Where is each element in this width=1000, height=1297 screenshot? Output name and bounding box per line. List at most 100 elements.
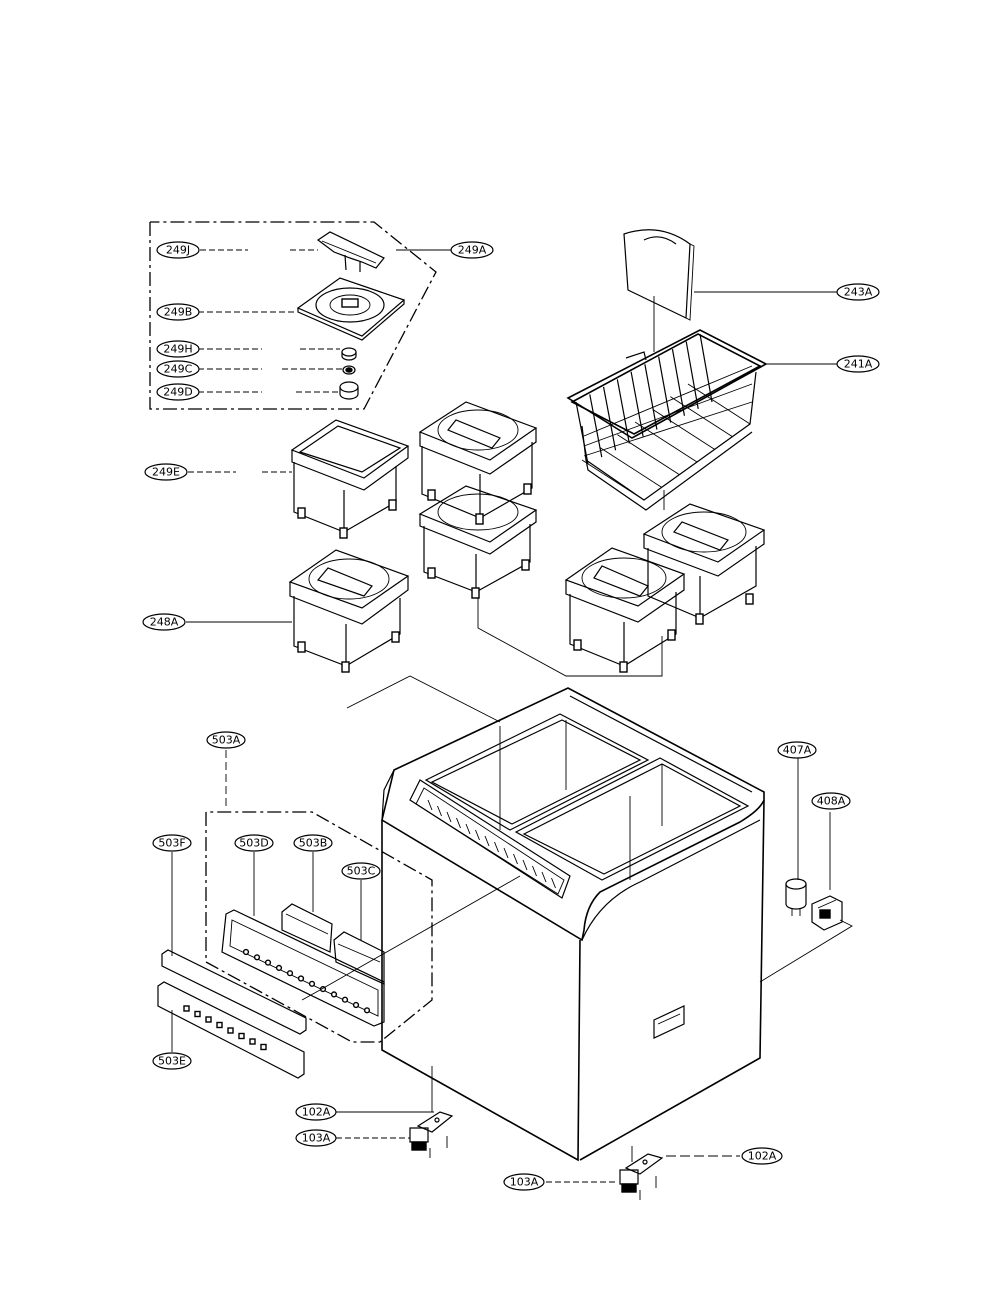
basket-wire <box>687 383 751 425</box>
basket-wire <box>583 365 753 437</box>
panel-slot <box>532 865 537 877</box>
callout-249a-label: 249A <box>458 244 487 257</box>
plate-button <box>249 1038 256 1045</box>
pcb-component <box>308 980 316 987</box>
panel-slot <box>475 829 480 841</box>
plate-button <box>238 1032 245 1040</box>
part-408a-relay <box>811 895 843 931</box>
basket-wire <box>671 349 686 416</box>
panel-slot <box>427 799 433 811</box>
plate-button <box>183 1005 190 1012</box>
part-103a-caster-left <box>409 1127 448 1158</box>
pcb-component <box>253 954 261 961</box>
pcb-component <box>286 970 294 977</box>
basket-wire <box>685 341 699 409</box>
part-503c-display-board <box>333 931 385 985</box>
pcb-component <box>341 996 349 1003</box>
pcb-component <box>275 964 283 972</box>
callout-249e-label: 249E <box>152 466 180 479</box>
part-248a-bin-with-lid <box>288 549 410 673</box>
plate-button <box>194 1010 201 1018</box>
callout-503b: 503B <box>293 834 333 852</box>
callout-503e: 503E <box>152 1052 192 1070</box>
panel-slot <box>503 847 509 859</box>
basket-wire <box>616 379 630 444</box>
plate-button <box>205 1016 212 1023</box>
part-102a-bracket-left <box>416 1111 454 1133</box>
callout-249c-label: 249C <box>164 363 193 376</box>
callout-249h: 249H <box>156 340 200 358</box>
basket-wire <box>652 408 715 450</box>
callout-249h-label: 249H <box>163 343 192 356</box>
callout-102a-left-label: 102A <box>302 1106 331 1119</box>
callout-103a-right-label: 103A <box>510 1176 539 1189</box>
part-bin-with-lid-right-front <box>564 547 686 673</box>
basket-wire <box>575 401 589 465</box>
panel-slot <box>437 805 442 817</box>
panel-slot <box>446 811 452 823</box>
callout-102a-right-label: 102A <box>748 1150 777 1163</box>
part-249e-empty-bin <box>290 419 410 539</box>
part-503f-front-overlay <box>161 949 307 1035</box>
basket-wire <box>658 356 672 423</box>
callout-503a: 503A <box>206 731 246 749</box>
callout-248a: 248A <box>142 613 186 631</box>
part-243a-divider-cover <box>623 229 695 321</box>
callout-407a-label: 407A <box>783 744 812 757</box>
part-249c-nut <box>342 365 356 375</box>
pcb-component <box>352 1001 360 1009</box>
callout-241a-label: 241A <box>844 358 873 371</box>
panel-slot <box>465 823 471 835</box>
callout-249b-label: 249B <box>164 306 193 319</box>
basket-wire <box>617 434 680 476</box>
callout-249c: 249C <box>156 360 200 378</box>
basket-wire <box>644 364 658 430</box>
sub-assembly-249-enclosure <box>149 221 437 410</box>
basket-wire <box>699 333 713 403</box>
panel-slot <box>456 817 461 829</box>
sub-assembly-503a-enclosure <box>205 811 433 1043</box>
callout-408a-label: 408A <box>817 795 846 808</box>
plate-button <box>227 1027 234 1034</box>
part-503d-panel-frame <box>221 909 385 1027</box>
part-407a-capacitor <box>785 878 807 916</box>
callout-103a-left-label: 103A <box>302 1132 331 1145</box>
callout-249d: 249D <box>156 383 200 401</box>
callout-249b: 249B <box>156 303 200 321</box>
callout-249e: 249E <box>144 463 188 481</box>
callout-249j-label: 249J <box>166 244 190 257</box>
callout-503b-label: 503B <box>299 837 328 850</box>
callout-249a: 249A <box>450 241 494 259</box>
part-bin-with-lid-upper <box>418 401 538 525</box>
pcb-component <box>330 991 338 998</box>
part-102a-bracket-right <box>624 1153 664 1175</box>
callout-243a: 243A <box>836 283 880 301</box>
callout-248a-label: 248A <box>150 616 179 629</box>
callout-243a-label: 243A <box>844 286 873 299</box>
basket-wire <box>583 383 753 447</box>
callout-408a: 408A <box>811 792 851 810</box>
pcb-component <box>242 948 250 956</box>
callout-503d: 503D <box>234 834 274 852</box>
panel-slot <box>494 841 499 853</box>
panel-slot <box>484 835 490 847</box>
freezer-cabinet <box>381 687 765 1162</box>
callout-103a-left: 103A <box>295 1129 337 1147</box>
part-241a-wire-basket <box>566 329 768 511</box>
callout-102a-right: 102A <box>741 1147 783 1165</box>
part-249d-bushing <box>339 381 359 400</box>
basket-wire <box>602 386 617 451</box>
callout-102a-left: 102A <box>295 1103 337 1121</box>
panel-slot <box>513 853 518 865</box>
callout-249j: 249J <box>156 241 200 259</box>
callout-407a: 407A <box>777 741 817 759</box>
part-103a-caster-right <box>619 1169 657 1200</box>
callout-503a-label: 503A <box>212 734 241 747</box>
callout-503f-label: 503F <box>158 837 185 850</box>
part-bin-with-lid-lower <box>418 485 538 599</box>
callout-249d-label: 249D <box>163 386 192 399</box>
plate-button <box>216 1021 223 1029</box>
callout-503c-label: 503C <box>347 865 376 878</box>
part-503e-control-plate <box>157 981 305 1079</box>
